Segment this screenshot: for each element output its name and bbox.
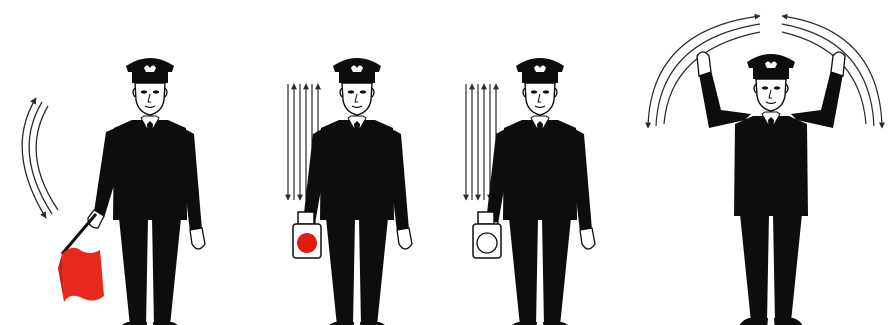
signal-lamp-icon <box>293 212 321 258</box>
figure-red-lamp-signal <box>288 58 412 325</box>
figure-arms-raised-signal <box>648 16 882 325</box>
conductor-figure <box>697 52 845 325</box>
motion-arrow-icon <box>22 98 58 218</box>
figure-flag-signal <box>22 58 205 325</box>
conductor-figure <box>88 58 205 325</box>
conductor-figure <box>299 58 412 325</box>
conductor-figure <box>482 58 595 325</box>
figure-white-lamp-signal <box>466 58 595 325</box>
